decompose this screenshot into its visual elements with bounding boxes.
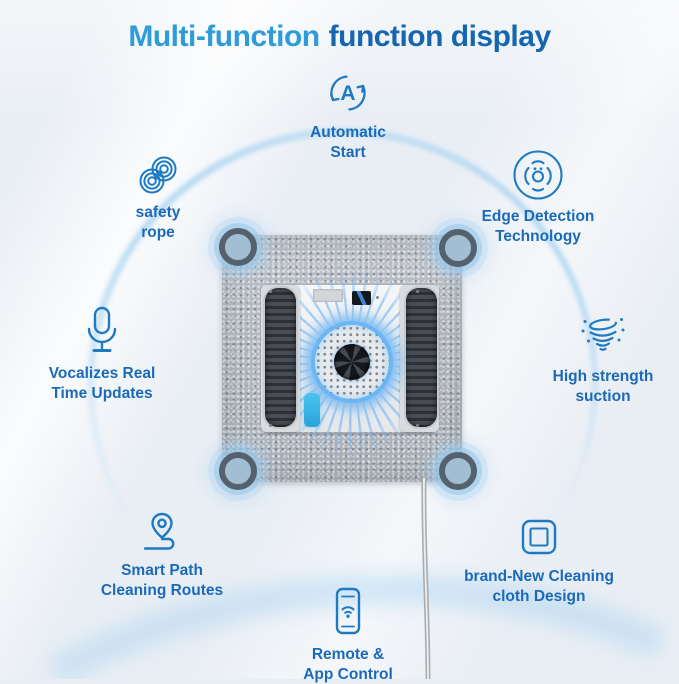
feature-label: Automatic Start <box>310 124 386 161</box>
auto-start-icon: A <box>330 75 366 111</box>
feature-label: Remote & App Control <box>303 646 393 683</box>
screw <box>416 424 419 427</box>
feature-remote-app: Remote & App Control <box>278 586 418 684</box>
suction-swirl-icon <box>581 318 625 351</box>
edge-sensor-icon <box>513 150 563 200</box>
feature-high-suction: High strength suction <box>527 314 679 406</box>
label-plate <box>313 289 343 302</box>
feature-label: brand-New Cleaning cloth Design <box>464 568 614 605</box>
cleaning-cloth-icon <box>521 519 557 555</box>
suction-ring-bottom-left <box>219 452 257 490</box>
power-button <box>304 393 320 427</box>
suction-ring-top-left <box>219 228 257 266</box>
window-cleaning-robot-image <box>219 228 477 490</box>
feature-label: Edge Detection Technology <box>481 208 595 245</box>
feature-smart-path: Smart Path Cleaning Routes <box>76 510 248 600</box>
feature-label: High strength suction <box>552 368 654 405</box>
feature-label: safety rope <box>135 204 181 241</box>
title-part-light: Multi-function <box>128 20 320 53</box>
feature-automatic-start: A Automatic Start <box>278 68 418 162</box>
rope-coil-icon <box>139 156 177 194</box>
suction-ring-top-right <box>439 229 477 267</box>
right-track <box>406 288 437 427</box>
auto-start-letter: A <box>340 82 355 105</box>
left-track <box>265 288 296 427</box>
route-pin-icon <box>143 512 175 550</box>
feature-cleaning-cloth: brand-New Cleaning cloth Design <box>444 512 634 606</box>
feature-label: Smart Path Cleaning Routes <box>100 562 224 599</box>
microphone-icon <box>87 306 117 352</box>
screw <box>269 290 272 293</box>
feature-edge-detection: Edge Detection Technology <box>456 148 620 246</box>
title-part-dark: function display <box>328 20 552 53</box>
suction-ring-bottom-right <box>439 452 477 490</box>
fan-blades <box>334 344 370 380</box>
screw <box>416 290 419 293</box>
power-switch <box>352 291 371 305</box>
indicator-dot <box>376 296 379 299</box>
feature-label: Vocalizes Real Time Updates <box>48 365 156 402</box>
feature-vocalizes-updates: Vocalizes Real Time Updates <box>22 303 182 403</box>
smartphone-wifi-icon <box>335 587 361 635</box>
feature-safety-rope: safety rope <box>97 152 219 242</box>
screw <box>269 424 272 427</box>
